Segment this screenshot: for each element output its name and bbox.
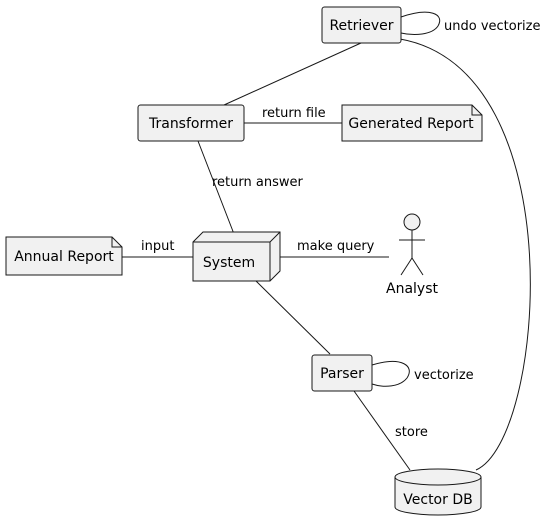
edge-label-vectorize: vectorize	[414, 368, 474, 383]
node-annual-report-label: Annual Report	[14, 249, 114, 265]
edge-parser-self-loop	[371, 361, 410, 387]
edge-label-store: store	[395, 425, 428, 440]
node-system: System	[192, 231, 281, 282]
edge-transformer-system	[197, 140, 235, 235]
node-system-label: System	[203, 255, 255, 271]
edge-retriever-self-loop	[400, 11, 441, 35]
node-vector-db-label: Vector DB	[403, 492, 472, 508]
node-transformer: Transformer	[137, 104, 245, 142]
node-transformer-label: Transformer	[148, 116, 233, 132]
node-analyst: Analyst	[386, 213, 438, 297]
node-parser: Parser	[311, 354, 373, 392]
edge-system-parser	[255, 280, 331, 355]
edge-label-undo-vectorize: undo vectorize	[444, 19, 540, 34]
node-generated-report: Generated Report	[341, 104, 483, 142]
node-retriever: Retriever	[321, 6, 402, 44]
edge-retriever-transformer	[223, 42, 362, 106]
node-parser-label: Parser	[320, 366, 364, 382]
node-vector-db: Vector DB	[394, 468, 482, 516]
edge-parser-vector-db	[353, 390, 411, 471]
node-retriever-label: Retriever	[329, 18, 393, 34]
edge-label-input: input	[141, 239, 174, 254]
edge-retriever-vector-db	[399, 38, 531, 471]
node-generated-report-label: Generated Report	[348, 116, 474, 132]
node-analyst-label: Analyst	[386, 281, 438, 297]
edge-label-make-query: make query	[297, 239, 375, 254]
edge-label-return-answer: return answer	[212, 175, 303, 190]
node-annual-report: Annual Report	[5, 236, 123, 276]
edge-label-return-file: return file	[262, 106, 326, 121]
